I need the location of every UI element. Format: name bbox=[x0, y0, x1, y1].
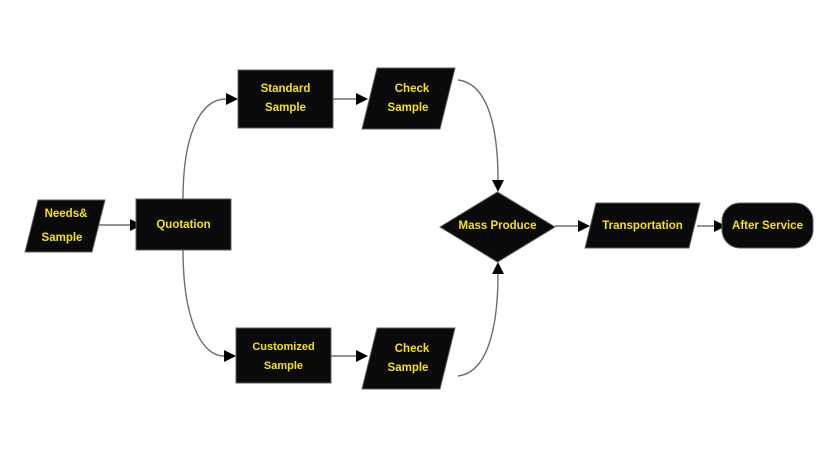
node-transportation[interactable]: Transportation bbox=[584, 202, 701, 249]
node-customized-sample[interactable]: Customized Sample bbox=[235, 327, 332, 384]
node-quotation-label: Quotation bbox=[156, 219, 210, 231]
node-check-sample-bottom-label-line2: Sample bbox=[388, 362, 429, 374]
connector-layer bbox=[92, 79, 726, 377]
edge-mass-to-transportation bbox=[555, 220, 590, 232]
edge-check-top-to-mass bbox=[457, 79, 504, 192]
edge-quotation-to-standard bbox=[182, 93, 238, 200]
node-standard-sample[interactable]: Standard Sample bbox=[237, 69, 334, 129]
node-needs-sample-label-line1: Needs& bbox=[45, 208, 88, 220]
node-check-sample-bottom[interactable]: Check Sample bbox=[361, 327, 456, 390]
node-quotation[interactable]: Quotation bbox=[135, 198, 232, 251]
node-check-sample-top-label-line1: Check bbox=[395, 83, 430, 95]
edge-quotation-to-customized bbox=[182, 249, 236, 362]
node-customized-sample-label-line2: Sample bbox=[264, 360, 303, 372]
edge-standard-to-check-top bbox=[333, 93, 368, 105]
node-customized-sample-label-line1: Customized bbox=[252, 341, 314, 353]
node-mass-produce[interactable]: Mass Produce bbox=[439, 191, 556, 263]
node-needs-sample[interactable]: Needs& Sample bbox=[24, 199, 106, 253]
node-mass-produce-label: Mass Produce bbox=[459, 220, 537, 232]
edge-customized-to-check-bottom bbox=[331, 350, 368, 362]
node-check-sample-top-label-line2: Sample bbox=[388, 102, 429, 114]
node-transportation-label: Transportation bbox=[602, 220, 683, 232]
node-after-service[interactable]: After Service bbox=[721, 202, 814, 249]
node-needs-sample-label-line2: Sample bbox=[42, 232, 83, 244]
node-check-sample-top[interactable]: Check Sample bbox=[361, 67, 456, 130]
node-after-service-label: After Service bbox=[732, 220, 803, 232]
node-standard-sample-label-line1: Standard bbox=[261, 83, 311, 95]
node-standard-sample-label-line2: Sample bbox=[265, 102, 306, 114]
edge-check-bottom-to-mass bbox=[457, 262, 504, 377]
node-check-sample-bottom-label-line1: Check bbox=[395, 343, 430, 355]
edge-transportation-to-after-service bbox=[697, 220, 726, 232]
